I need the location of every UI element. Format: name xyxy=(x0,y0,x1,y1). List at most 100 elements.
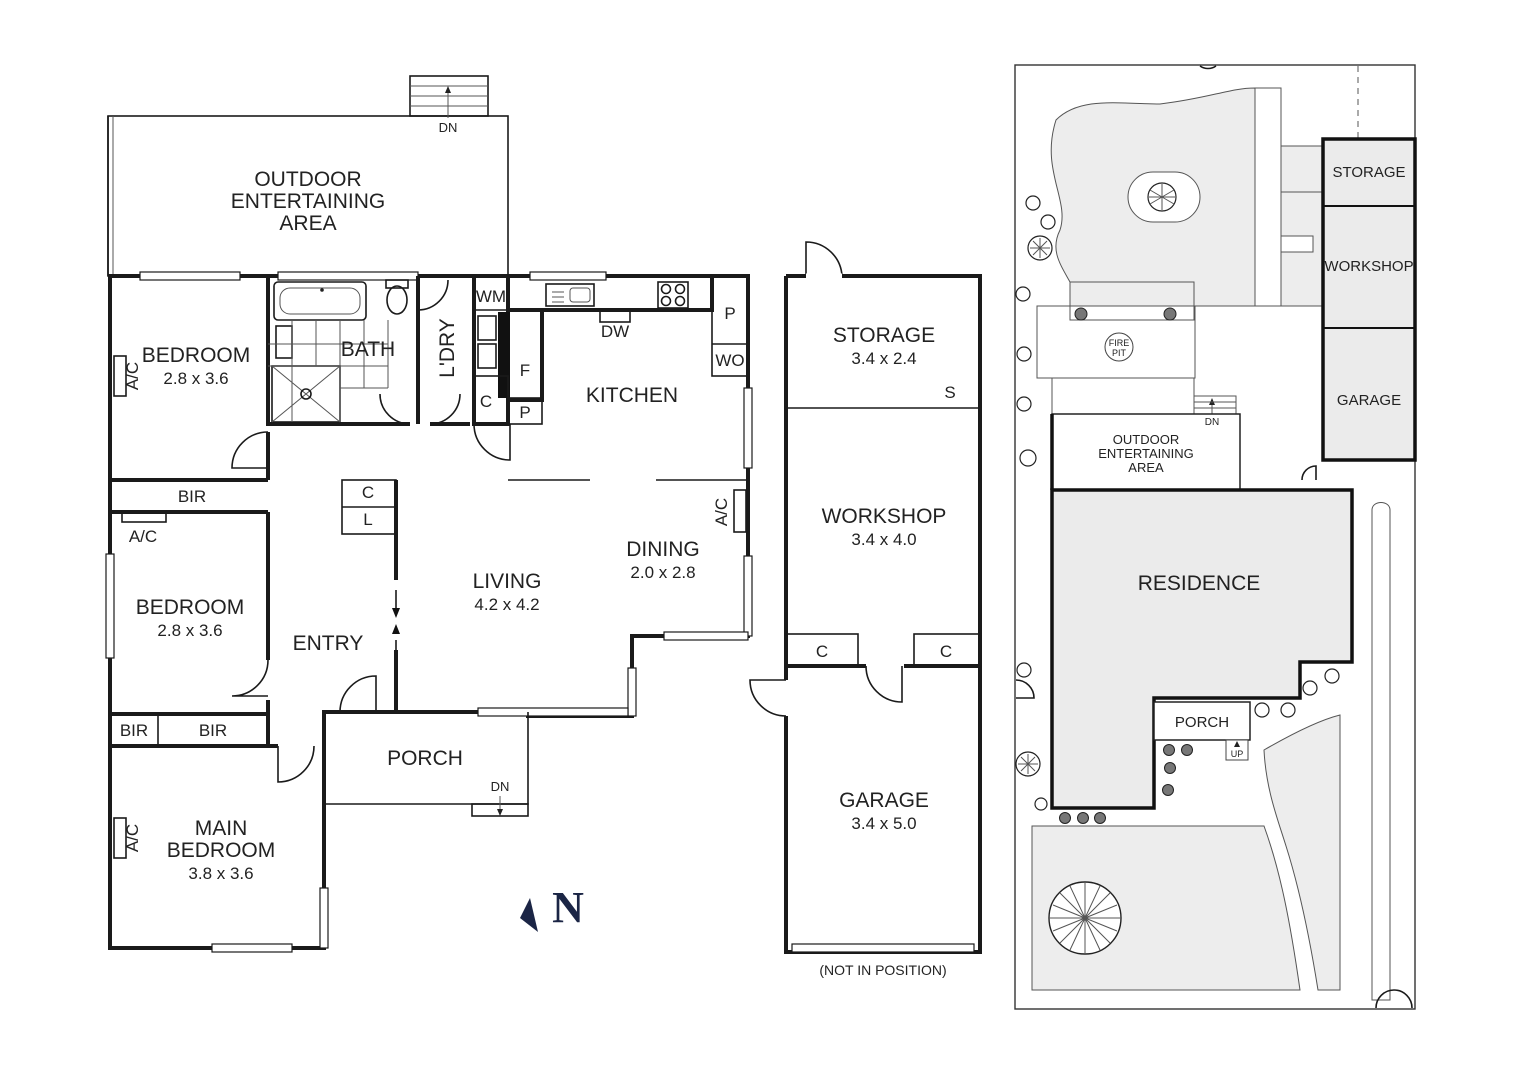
svg-text:WORKSHOP: WORKSHOP xyxy=(822,505,947,528)
svg-text:A/C: A/C xyxy=(123,824,142,852)
svg-text:AREA: AREA xyxy=(1128,460,1164,475)
svg-text:STORAGE: STORAGE xyxy=(1332,164,1405,181)
svg-text:PIT: PIT xyxy=(1112,348,1127,358)
svg-text:P: P xyxy=(519,403,530,422)
outbuilding-plan: STORAGE 3.4 x 2.4 S WORKSHOP 3.4 x 4.0 C… xyxy=(749,241,982,978)
site-residence-label: RESIDENCE xyxy=(1138,572,1261,595)
svg-text:L'DRY: L'DRY xyxy=(436,318,459,378)
site-storage-label: STORAGE xyxy=(1332,164,1405,181)
site-plan: FIRE PIT STORAGE WORKSHOP GARAGE OUTDOOR… xyxy=(1014,64,1417,1010)
svg-text:2.8 x 3.6: 2.8 x 3.6 xyxy=(157,621,222,640)
outdoor-label-1: OUTDOOR xyxy=(254,168,361,191)
svg-text:C: C xyxy=(816,642,828,661)
svg-text:A/C: A/C xyxy=(712,498,731,526)
linen-label: L xyxy=(363,510,372,529)
bir-3-label: BIR xyxy=(199,721,227,740)
svg-text:BATH: BATH xyxy=(341,338,395,361)
svg-text:PORCH: PORCH xyxy=(1175,714,1229,731)
site-dn-label: DN xyxy=(1205,417,1219,428)
bedroom-2-dim: 2.8 x 3.6 xyxy=(157,621,222,640)
cooktop-icon xyxy=(657,281,689,309)
dining-dim: 2.0 x 2.8 xyxy=(630,563,695,582)
site-workshop-label: WORKSHOP xyxy=(1324,258,1413,275)
porch-stairs xyxy=(471,796,529,817)
svg-text:BEDROOM: BEDROOM xyxy=(167,839,276,862)
main-bedroom-dim: 3.8 x 3.6 xyxy=(188,864,253,883)
porch-stairs-dn: DN xyxy=(491,779,510,794)
site-garage-label: GARAGE xyxy=(1337,392,1401,409)
svg-text:FIRE: FIRE xyxy=(1109,338,1130,348)
site-outdoor-area xyxy=(1051,413,1241,491)
bath-fixtures xyxy=(268,279,409,423)
sink-icon xyxy=(545,283,595,307)
garage-label: GARAGE xyxy=(839,789,929,812)
svg-text:STORAGE: STORAGE xyxy=(833,324,935,347)
svg-text:ENTERTAINING: ENTERTAINING xyxy=(1098,446,1194,461)
workshop-dim: 3.4 x 4.0 xyxy=(851,530,916,549)
main-bedroom-label-1: MAIN xyxy=(195,817,248,840)
svg-text:2.8 x 3.6: 2.8 x 3.6 xyxy=(163,369,228,388)
svg-text:3.4 x 5.0: 3.4 x 5.0 xyxy=(851,814,916,833)
site-outdoor-label-2: ENTERTAINING xyxy=(1098,446,1194,461)
svg-text:PORCH: PORCH xyxy=(387,747,463,770)
svg-text:OUTDOOR: OUTDOOR xyxy=(1113,432,1179,447)
laundry-pantry-label: P xyxy=(519,403,530,422)
site-porch-label: PORCH xyxy=(1175,714,1229,731)
site-outbuilding xyxy=(1321,137,1417,462)
wm-label: WM xyxy=(476,287,506,306)
main-bedroom-label-2: BEDROOM xyxy=(167,839,276,862)
svg-text:MAIN: MAIN xyxy=(195,817,248,840)
not-in-position-note: (NOT IN POSITION) xyxy=(819,962,946,978)
svg-text:2.0 x 2.8: 2.0 x 2.8 xyxy=(630,563,695,582)
outdoor-stairs xyxy=(409,75,489,118)
svg-text:N: N xyxy=(552,883,584,932)
svg-text:DN: DN xyxy=(439,120,458,135)
dining-label: DINING xyxy=(626,538,700,561)
svg-text:LIVING: LIVING xyxy=(473,570,542,593)
dishwasher-label: DW xyxy=(601,322,629,341)
svg-text:GARAGE: GARAGE xyxy=(1337,392,1401,409)
svg-text:ENTERTAINING: ENTERTAINING xyxy=(231,190,385,213)
kitchen-fixtures xyxy=(545,281,689,323)
large-tree-icon xyxy=(1048,881,1122,955)
fire-pit-label-1: FIRE xyxy=(1109,338,1130,348)
svg-text:BEDROOM: BEDROOM xyxy=(136,596,245,619)
site-residence xyxy=(1050,488,1354,810)
laundry-label: L'DRY xyxy=(436,318,459,378)
sliding-door-arrows xyxy=(392,590,400,656)
svg-text:C: C xyxy=(940,642,952,661)
svg-text:OUTDOOR: OUTDOOR xyxy=(254,168,361,191)
toilet-icon xyxy=(386,285,408,315)
svg-text:KITCHEN: KITCHEN xyxy=(586,384,678,407)
svg-text:BIR: BIR xyxy=(120,721,148,740)
site-outdoor-label-3: AREA xyxy=(1128,460,1164,475)
porch-label: PORCH xyxy=(387,747,463,770)
hall-cupboard-label: C xyxy=(362,483,374,502)
svg-text:WM: WM xyxy=(476,287,506,306)
svg-text:C: C xyxy=(362,483,374,502)
svg-text:DW: DW xyxy=(601,322,629,341)
svg-text:P: P xyxy=(724,304,735,323)
ground-floor-plan: OUTDOOR ENTERTAINING AREA DN BEDROOM 2.8… xyxy=(105,75,753,953)
shrubs xyxy=(1015,195,1340,824)
svg-text:WO: WO xyxy=(715,351,744,370)
svg-text:WORKSHOP: WORKSHOP xyxy=(1324,258,1413,275)
garage-dim: 3.4 x 5.0 xyxy=(851,814,916,833)
laundry-fixtures xyxy=(474,309,508,369)
svg-text:BIR: BIR xyxy=(178,487,206,506)
entry-label: ENTRY xyxy=(293,632,364,655)
storage-label: STORAGE xyxy=(833,324,935,347)
svg-text:DN: DN xyxy=(1205,417,1219,428)
svg-text:ENTRY: ENTRY xyxy=(293,632,364,655)
bedroom-1-dim: 2.8 x 3.6 xyxy=(163,369,228,388)
svg-text:3.4 x 4.0: 3.4 x 4.0 xyxy=(851,530,916,549)
storage-dim: 3.4 x 2.4 xyxy=(851,349,916,368)
bir-2-label: BIR xyxy=(120,721,148,740)
svg-text:BIR: BIR xyxy=(199,721,227,740)
svg-text:C: C xyxy=(480,392,492,411)
north-arrow-icon: N xyxy=(520,883,584,932)
svg-text:DN: DN xyxy=(491,779,510,794)
svg-text:RESIDENCE: RESIDENCE xyxy=(1138,572,1261,595)
svg-text:3.8 x 3.6: 3.8 x 3.6 xyxy=(188,864,253,883)
